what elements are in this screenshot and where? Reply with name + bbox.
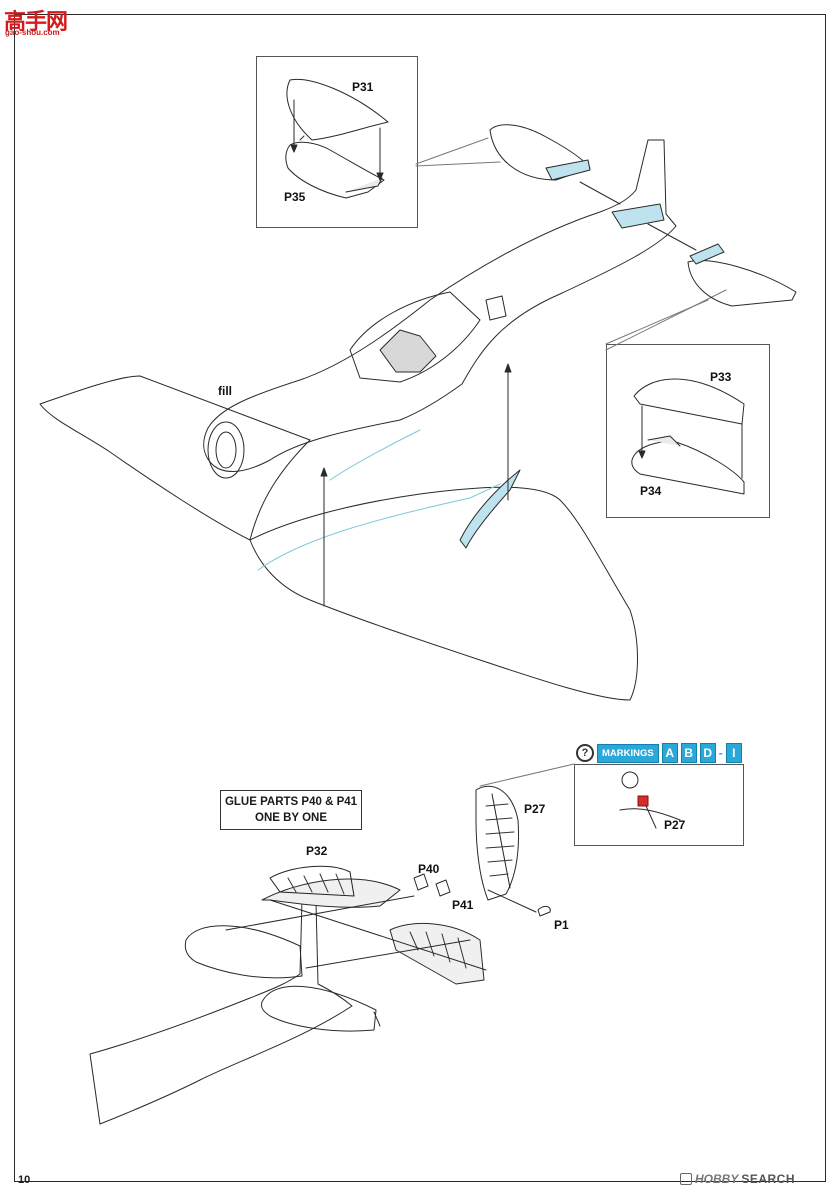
assembly-arrow [647,223,697,251]
wing-root-fillet [459,469,521,549]
callout-leader [479,763,575,787]
callout-p33-p34 [606,344,770,518]
label-fill: fill [218,384,232,398]
tail-fairing [611,203,665,229]
glue-note-line2: ONE BY ONE [255,812,327,824]
label-p35: P35 [284,190,306,204]
right-tailplane [261,985,377,1032]
cockpit-opening [349,291,481,383]
detail-red-part [637,795,649,807]
label-p33: P33 [710,370,732,384]
marking-letter-d: D [699,743,716,763]
part-p35-drawing [285,141,385,199]
label-p32: P32 [306,844,328,858]
label-p27-detail: P27 [664,818,686,832]
upper-left-elevator [489,124,591,181]
watermark-brand: HOBBY [695,1172,739,1186]
rudder-p27-drawing [475,785,519,901]
help-icon: ? [576,744,594,762]
fuselage-upper [203,139,677,472]
part-p31-drawing [286,78,389,141]
glue-note-line1: GLUE PARTS P40 & P41 [224,796,358,808]
assembly-arrow [305,939,471,969]
nose-cowling [207,421,245,479]
marking-separator: - [718,746,723,760]
page-number: 10 [18,1174,31,1186]
watermark-search: SEARCH [741,1172,796,1186]
right-wing-upper [249,486,638,701]
part-p34-drawing [631,441,745,495]
markings-badge: ? MARKINGS A B D - I [576,742,742,764]
callout-leader [605,289,727,351]
label-p40: P40 [418,862,440,876]
marking-letter-a: A [661,743,678,763]
label-p1: P1 [554,918,569,932]
watermark: HOBBY SEARCH [680,1172,795,1186]
part-p41-drawing [435,879,451,897]
callout-leader [415,137,489,165]
marking-letter-b: B [680,743,697,763]
assembly-arrow [487,889,537,913]
elevator-hinge-line [269,899,487,971]
glue-note-box: GLUE PARTS P40 & P41 ONE BY ONE [220,790,362,830]
label-p27-main: P27 [524,802,546,816]
part-p1-drawing [537,905,551,917]
label-p31: P31 [352,80,374,94]
assembly-arrow [225,895,415,931]
assembly-arrow [373,1011,381,1027]
label-p41: P41 [452,898,474,912]
part-p33-drawing [633,378,745,425]
page-frame [14,14,826,1182]
assembly-arrow [579,181,621,205]
fuselage-hatch [485,295,507,321]
cockpit-interior [379,329,437,373]
elevator-p32-left [261,878,401,908]
watermark-icon [680,1173,692,1185]
detail-magnifier [621,771,639,789]
upper-right-elevator [687,260,797,307]
callout-p31-p35 [256,56,418,228]
part-p40-drawing [413,873,429,891]
marking-letter-i: I [725,743,742,763]
logo-url: gao-shou.com [5,28,60,37]
site-logo: 高手网 gao-shou.com [4,4,68,38]
callout-markings [574,764,744,846]
rear-fuselage [89,899,353,1125]
logo-text: 高手网 [4,10,68,35]
label-p34: P34 [640,484,662,498]
left-wing-upper [39,375,311,541]
left-tailplane [184,925,303,979]
callout-leader [415,161,501,167]
markings-word: MARKINGS [597,743,659,763]
